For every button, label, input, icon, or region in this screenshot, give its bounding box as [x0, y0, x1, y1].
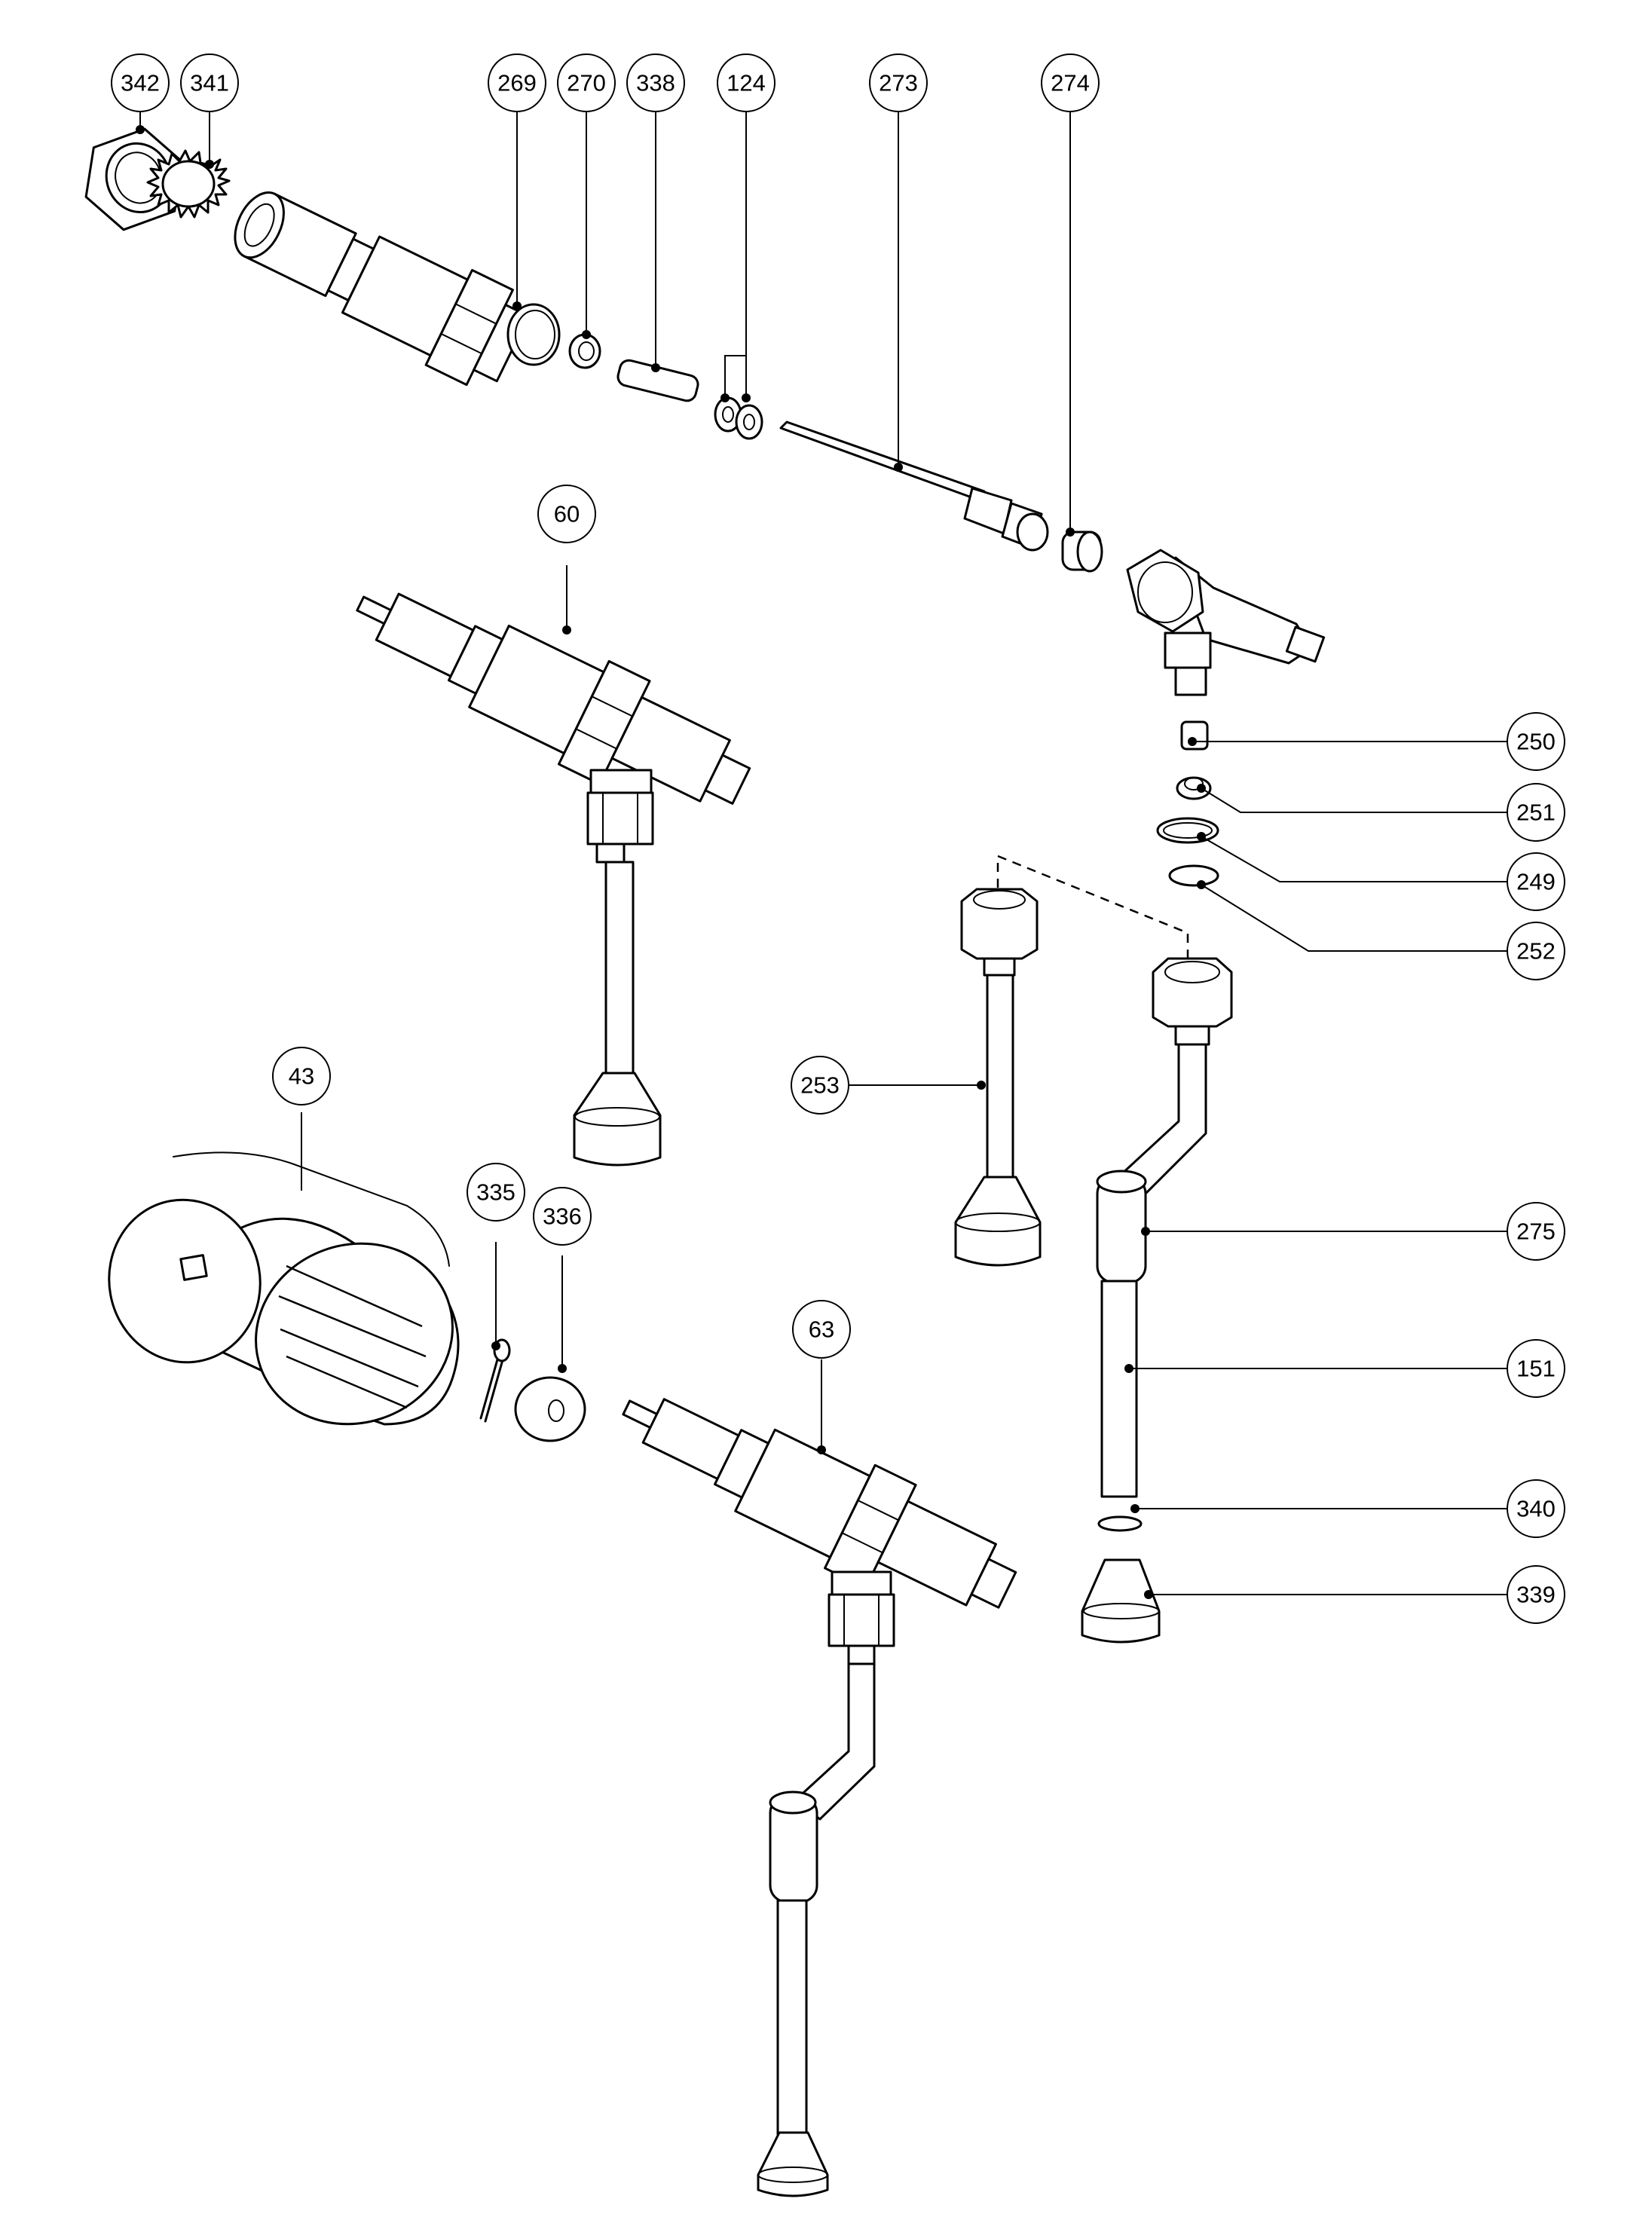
- callout-label: 250: [1516, 729, 1556, 755]
- valve-assembly-63: [622, 1398, 1017, 2197]
- callout-60: 60: [537, 485, 596, 543]
- callout-338: 338: [626, 54, 685, 112]
- o-ring-340: [1097, 1515, 1143, 1532]
- spring-338: [616, 359, 699, 402]
- nozzle-tip-339: [1081, 1558, 1161, 1644]
- callout-label: 342: [121, 70, 160, 96]
- callout-label: 338: [636, 70, 675, 96]
- callout-label: 60: [554, 501, 580, 527]
- callout-274: 274: [1041, 54, 1100, 112]
- callout-label: 270: [567, 70, 606, 96]
- washers-124: [714, 396, 763, 440]
- cotter-pin-335: [479, 1338, 511, 1423]
- callout-341: 341: [180, 54, 239, 112]
- callout-336: 336: [533, 1187, 592, 1246]
- callout-251: 251: [1507, 783, 1565, 842]
- ring-249: [1156, 817, 1219, 844]
- cap-274: [1061, 531, 1103, 573]
- callout-label: 269: [497, 70, 537, 96]
- bushing-270: [568, 333, 601, 369]
- callout-label: 63: [809, 1316, 834, 1343]
- o-ring-269: [506, 303, 561, 366]
- callout-340: 340: [1507, 1479, 1565, 1538]
- valve-seat-251: [1176, 776, 1212, 800]
- callout-label: 251: [1516, 800, 1556, 826]
- callout-249: 249: [1507, 852, 1565, 911]
- callout-275: 275: [1507, 1202, 1565, 1261]
- callout-270: 270: [557, 54, 616, 112]
- callout-63: 63: [792, 1300, 851, 1359]
- ring-252: [1168, 864, 1219, 887]
- callout-label: 336: [543, 1203, 582, 1230]
- tube-151: [1100, 1280, 1138, 1498]
- shaft-273: [779, 420, 1049, 552]
- callout-label: 274: [1051, 70, 1090, 96]
- callout-253: 253: [791, 1056, 849, 1115]
- leader-lines: [139, 112, 1507, 1595]
- callout-252: 252: [1507, 922, 1565, 980]
- callout-label: 252: [1516, 938, 1556, 965]
- callout-43: 43: [272, 1047, 331, 1105]
- valve-assembly-60: [356, 592, 751, 1167]
- callout-label: 253: [800, 1072, 840, 1099]
- callout-342: 342: [111, 54, 170, 112]
- callout-label: 275: [1516, 1219, 1556, 1245]
- callout-335: 335: [467, 1163, 525, 1222]
- flat-washer-336: [514, 1376, 586, 1442]
- callout-269: 269: [488, 54, 546, 112]
- callout-339: 339: [1507, 1565, 1565, 1624]
- connection-dashed-line: [996, 855, 1189, 963]
- t-fitting-upper: [1126, 549, 1326, 696]
- knob-43: [108, 1151, 460, 1426]
- leader-endpoints: [136, 125, 1206, 1599]
- callout-label: 151: [1516, 1356, 1556, 1382]
- callout-151: 151: [1507, 1339, 1565, 1398]
- threaded-body-upper: [234, 191, 530, 387]
- callout-label: 43: [289, 1063, 314, 1090]
- bent-pipe-275: [1096, 957, 1233, 1284]
- callout-label: 339: [1516, 1582, 1556, 1608]
- pipe-253: [954, 888, 1042, 1267]
- callout-label: 335: [476, 1179, 515, 1206]
- callout-label: 249: [1516, 869, 1556, 895]
- callout-273: 273: [869, 54, 928, 112]
- callout-label: 124: [727, 70, 766, 96]
- callout-124: 124: [717, 54, 776, 112]
- callout-250: 250: [1507, 712, 1565, 771]
- callout-label: 273: [879, 70, 918, 96]
- callout-label: 340: [1516, 1496, 1556, 1522]
- callout-label: 341: [190, 70, 229, 96]
